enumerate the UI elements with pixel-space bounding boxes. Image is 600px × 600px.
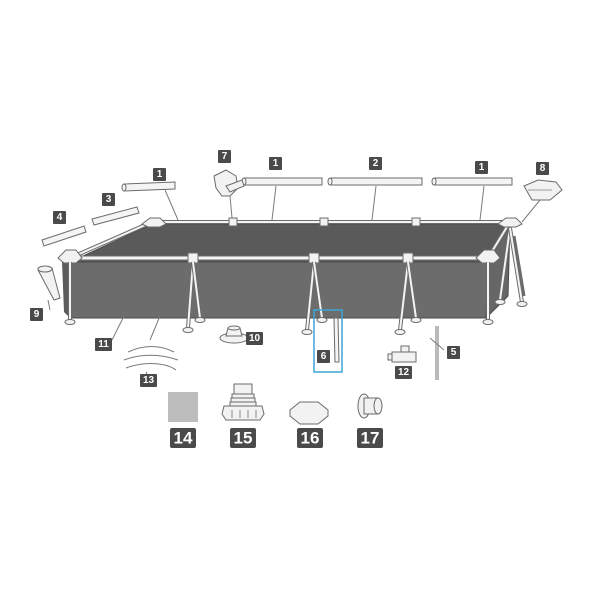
corner-joint-icon xyxy=(213,169,245,219)
svg-text:1: 1 xyxy=(273,158,279,169)
leg-assembly xyxy=(394,261,422,335)
label-1: 1 xyxy=(475,161,488,174)
svg-text:7: 7 xyxy=(222,151,228,162)
label-16: 16 xyxy=(297,428,323,448)
svg-text:1: 1 xyxy=(157,169,163,180)
svg-text:15: 15 xyxy=(234,429,253,448)
pipe-1-middle xyxy=(241,177,323,221)
svg-text:11: 11 xyxy=(98,339,109,350)
label-4: 4 xyxy=(53,211,66,224)
t-connector-icon xyxy=(319,217,329,227)
pipe-3 xyxy=(91,206,140,226)
svg-text:8: 8 xyxy=(540,163,546,174)
svg-text:1: 1 xyxy=(479,162,485,173)
svg-text:6: 6 xyxy=(321,351,327,362)
svg-text:12: 12 xyxy=(398,367,410,378)
pipe-2 xyxy=(327,177,423,221)
svg-text:5: 5 xyxy=(451,347,457,358)
label-8: 8 xyxy=(536,162,549,175)
seal-strap-icon xyxy=(123,315,179,381)
t-connector-icon xyxy=(411,217,421,227)
inlet-plug-icon xyxy=(357,393,383,419)
label-9: 9 xyxy=(30,308,43,321)
pipe-1-right xyxy=(431,177,513,221)
leg-cap-icon xyxy=(37,265,61,311)
joint-pin-icon xyxy=(429,326,445,380)
pool-icon xyxy=(57,217,528,335)
leg-cap-icon xyxy=(219,325,249,344)
svg-text:10: 10 xyxy=(249,333,261,344)
leg-assembly xyxy=(301,261,328,335)
label-10: 10 xyxy=(246,332,263,345)
highlighted-pin xyxy=(313,309,343,373)
corner-joint-icon xyxy=(57,249,83,264)
drain-valve-icon xyxy=(387,345,417,363)
label-15: 15 xyxy=(230,428,256,448)
svg-text:3: 3 xyxy=(106,194,112,205)
svg-text:2: 2 xyxy=(373,158,379,169)
svg-text:4: 4 xyxy=(57,212,63,223)
svg-text:17: 17 xyxy=(361,429,380,448)
svg-text:14: 14 xyxy=(174,429,193,448)
pool-front-wall xyxy=(69,261,489,319)
svg-text:9: 9 xyxy=(34,309,40,320)
corner-joint-icon xyxy=(475,249,501,264)
label-1: 1 xyxy=(153,168,166,181)
leg-assembly xyxy=(182,261,206,333)
label-13: 13 xyxy=(140,374,157,387)
t-connector-icon xyxy=(228,217,238,227)
repair-patch-icon xyxy=(168,392,198,422)
corner-joint-icon xyxy=(497,217,523,228)
drain-cap-icon xyxy=(289,401,329,425)
t-connector-icon xyxy=(402,252,414,264)
svg-text:13: 13 xyxy=(143,375,155,386)
corner-joint-icon xyxy=(141,217,167,228)
corner-cover-icon xyxy=(521,179,563,223)
t-connector-icon xyxy=(308,252,320,264)
label-6: 6 xyxy=(317,350,330,363)
svg-text:16: 16 xyxy=(301,429,320,448)
label-12: 12 xyxy=(395,366,412,379)
pipe-1-left xyxy=(121,181,179,221)
leg-assembly xyxy=(64,262,76,325)
label-11: 11 xyxy=(95,338,112,351)
label-1: 1 xyxy=(269,157,282,170)
leg-assembly xyxy=(494,227,528,307)
label-5: 5 xyxy=(447,346,460,359)
t-connector-icon xyxy=(187,252,199,264)
leg-assembly xyxy=(482,262,494,325)
label-17: 17 xyxy=(357,428,383,448)
pipe-4 xyxy=(41,225,87,247)
label-2: 2 xyxy=(369,157,382,170)
label-14: 14 xyxy=(170,428,196,448)
label-3: 3 xyxy=(102,193,115,206)
strainer-connector-icon xyxy=(221,383,265,421)
label-7: 7 xyxy=(218,150,231,163)
